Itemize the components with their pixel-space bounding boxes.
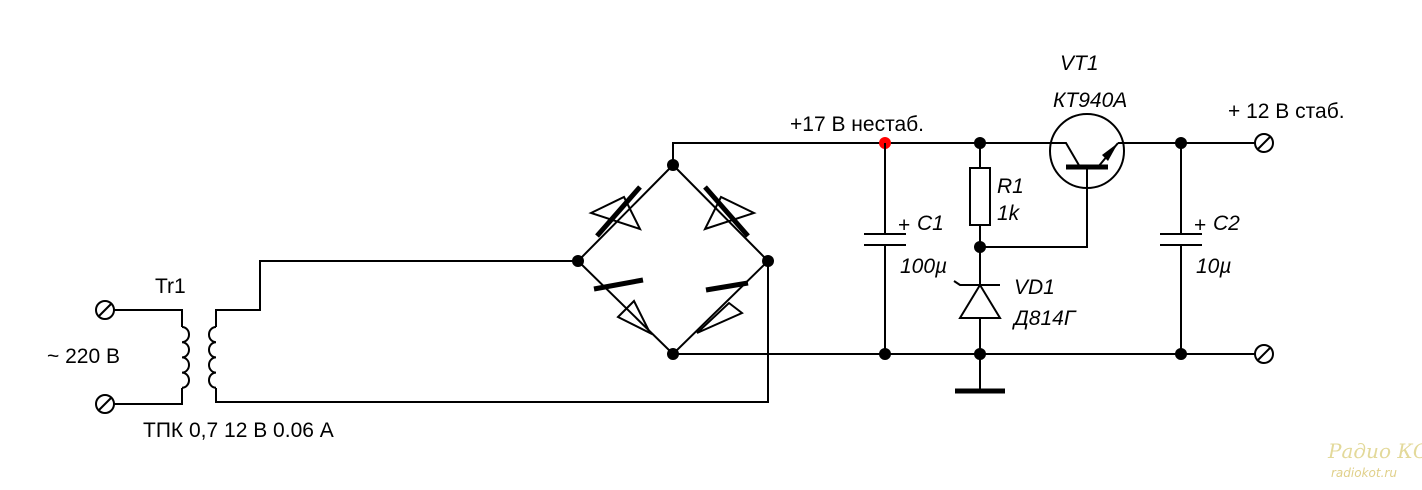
output-terminal-positive xyxy=(1254,133,1274,153)
unstab-voltage-label: +17 В нестаб. xyxy=(790,113,924,136)
base-bias-node xyxy=(974,241,986,253)
wire-input-bottom xyxy=(114,388,183,405)
vd1-part-label: Д814Г xyxy=(1012,307,1077,330)
transistor-vt1 xyxy=(1049,113,1125,189)
out-voltage-label: + 12 В стаб. xyxy=(1228,100,1345,123)
transformer-spec-label: ТПК 0,7 12 В 0.06 А xyxy=(143,419,334,442)
bridge-diode-upper-left xyxy=(588,185,642,238)
bridge-diode-lower-right xyxy=(696,280,749,334)
zener-diode-vd1 xyxy=(953,280,1002,354)
bridge-node-left xyxy=(572,255,584,267)
output-terminal-ground xyxy=(1254,344,1274,364)
capacitor-c1 xyxy=(864,143,906,354)
r1-ref-label: R1 xyxy=(997,175,1024,198)
bridge-node-right xyxy=(762,255,774,267)
c2-ref-label: C2 xyxy=(1213,212,1240,235)
c1-value-label: 100µ xyxy=(900,255,947,278)
bridge-diode-lower-left xyxy=(593,277,653,336)
wire-base-bias xyxy=(980,188,1088,248)
transformer-primary-winding xyxy=(181,326,190,389)
bridge-outline xyxy=(576,164,770,356)
vd1-ref-label: VD1 xyxy=(1014,276,1055,299)
wire-secondary-top xyxy=(215,260,578,327)
input-terminal-bottom xyxy=(95,394,115,414)
resistor-r1 xyxy=(969,143,991,285)
ground-symbol xyxy=(955,348,1005,394)
r1-top-node xyxy=(974,137,986,149)
transformer-ref-label: Tr1 xyxy=(155,275,186,298)
wire-positive-unregulated xyxy=(672,142,1055,165)
wire-input-top xyxy=(114,309,183,327)
r1-value-label: 1k xyxy=(997,202,1021,225)
watermark-logo: Радио КОТ xyxy=(1327,439,1422,463)
bridge-diode-upper-right xyxy=(703,185,757,238)
c2-ground-node xyxy=(1175,348,1187,360)
c2-top-node xyxy=(1175,137,1187,149)
mains-input-terminals xyxy=(95,300,183,414)
input-terminal-top xyxy=(95,300,115,320)
c1-ground-node xyxy=(879,348,891,360)
mains-voltage-label: ~ 220 В xyxy=(47,345,120,368)
vt1-ref-label: VT1 xyxy=(1060,52,1099,75)
radiokot-watermark: Радио КОТ radiokot.ru xyxy=(1327,439,1422,480)
c1-plus-sign: + xyxy=(898,214,910,237)
capacitor-c2 xyxy=(1160,143,1202,354)
c2-plus-sign: + xyxy=(1194,214,1206,237)
c2-value-label: 10µ xyxy=(1196,255,1231,278)
watermark-url: radiokot.ru xyxy=(1331,466,1397,480)
vt1-part-label: КТ940А xyxy=(1053,89,1127,112)
transformer-tr1 xyxy=(181,326,217,389)
wire-secondary-bottom xyxy=(215,261,769,403)
diode-bridge xyxy=(572,159,774,360)
c1-ref-label: C1 xyxy=(917,212,944,235)
transformer-secondary-winding xyxy=(208,326,217,389)
